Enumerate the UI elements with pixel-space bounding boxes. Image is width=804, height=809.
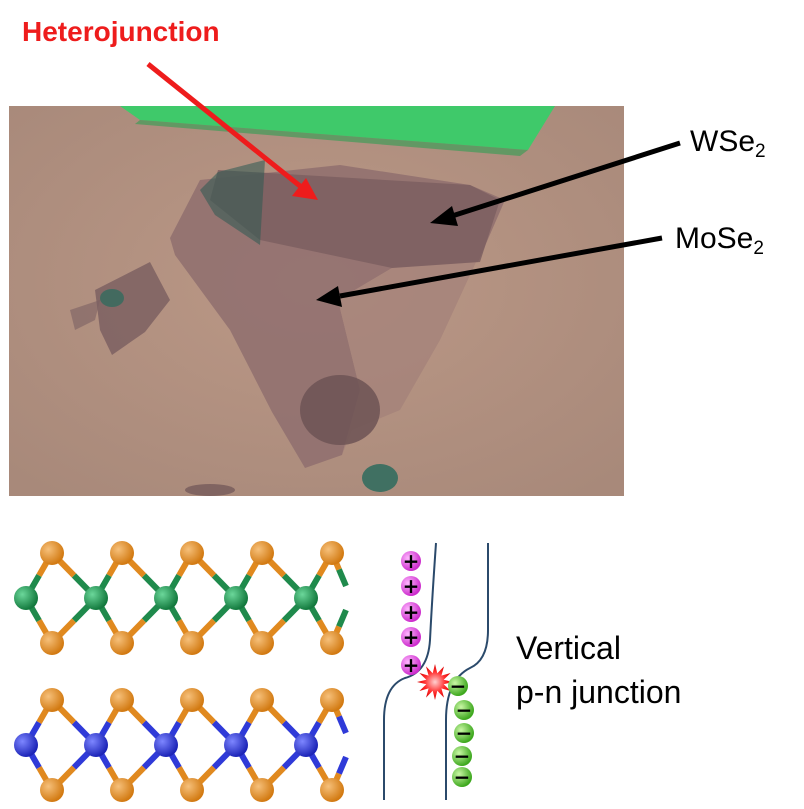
- electron-sign: −: [454, 765, 471, 789]
- molybdenum-atom: [224, 733, 248, 757]
- electron-carrier: [454, 700, 474, 720]
- hole-carrier: [401, 602, 421, 622]
- left-band-edge: [383, 542, 437, 800]
- selenium-atom: [40, 631, 64, 655]
- molybdenum-atom: [154, 733, 178, 757]
- heterojunction-title: Heterojunction: [22, 16, 220, 47]
- mose2-arrow: [339, 235, 663, 299]
- selenium-atom: [320, 688, 344, 712]
- carriers: +++++−−−−−: [401, 549, 474, 789]
- wse2-lattice: [14, 541, 349, 655]
- electron-sign: −: [456, 698, 473, 722]
- pn-label-line2: p-n junction: [516, 674, 682, 710]
- selenium-atom: [40, 688, 64, 712]
- tungsten-atom: [154, 586, 178, 610]
- selenium-atom: [110, 778, 134, 802]
- wse2-arrow: [451, 140, 681, 219]
- mose2-label-text: MoSe: [675, 222, 754, 255]
- wse2-label: WSe2: [690, 125, 766, 163]
- heterojunction-arrow: [146, 62, 302, 188]
- bond-metal: [336, 608, 349, 628]
- selenium-atom: [110, 541, 134, 565]
- hole-carrier: [401, 627, 421, 647]
- selenium-atom: [180, 688, 204, 712]
- hole-sign: +: [403, 653, 420, 677]
- selenium-atom: [40, 778, 64, 802]
- selenium-atom: [320, 778, 344, 802]
- tungsten-atom: [224, 586, 248, 610]
- bond-metal: [336, 755, 349, 775]
- wse2-label-subscript: 2: [755, 141, 766, 162]
- molybdenum-atom: [84, 733, 108, 757]
- hole-sign: +: [403, 574, 420, 598]
- hole-sign: +: [403, 549, 420, 573]
- recombination-flash: [417, 664, 453, 700]
- electron-carrier: [448, 676, 468, 696]
- pn-junction-label: Vertical p-n junction: [516, 626, 681, 714]
- mose2-label-subscript: 2: [753, 238, 764, 259]
- selenium-atom: [250, 541, 274, 565]
- tungsten-atom: [294, 586, 318, 610]
- selenium-atom: [110, 631, 134, 655]
- molybdenum-atom: [294, 733, 318, 757]
- hole-carrier: [401, 551, 421, 571]
- electron-sign: −: [454, 744, 471, 768]
- selenium-atom: [250, 778, 274, 802]
- selenium-atom: [180, 778, 204, 802]
- electrode: [120, 106, 555, 150]
- selenium-atom: [320, 541, 344, 565]
- pn-label-line1: Vertical: [516, 630, 621, 666]
- tungsten-atom: [14, 586, 38, 610]
- selenium-atom: [40, 541, 64, 565]
- electron-carrier: [454, 723, 474, 743]
- selenium-atom: [180, 631, 204, 655]
- molybdenum-atom: [14, 733, 38, 757]
- wse2-flake: [210, 170, 500, 268]
- electron-sign: −: [450, 674, 467, 698]
- hole-carrier: [401, 655, 421, 675]
- hole-sign: +: [403, 625, 420, 649]
- annotation-arrows: [146, 62, 681, 307]
- hole-carrier: [401, 576, 421, 596]
- selenium-atom: [250, 631, 274, 655]
- selenium-atom: [250, 688, 274, 712]
- hole-sign: +: [403, 600, 420, 624]
- electron-sign: −: [456, 721, 473, 745]
- bond-metal: [336, 715, 349, 735]
- optical-image: [9, 106, 624, 496]
- tungsten-atom: [84, 586, 108, 610]
- electron-carrier: [452, 767, 472, 787]
- wse2-label-text: WSe: [690, 125, 756, 158]
- band-diagram: [383, 542, 490, 800]
- bond-metal: [336, 568, 349, 588]
- selenium-atom: [180, 541, 204, 565]
- mose2-lattice: [14, 688, 349, 802]
- electron-carrier: [452, 746, 472, 766]
- selenium-atom: [320, 631, 344, 655]
- selenium-atom: [110, 688, 134, 712]
- mose2-label: MoSe2: [675, 222, 764, 260]
